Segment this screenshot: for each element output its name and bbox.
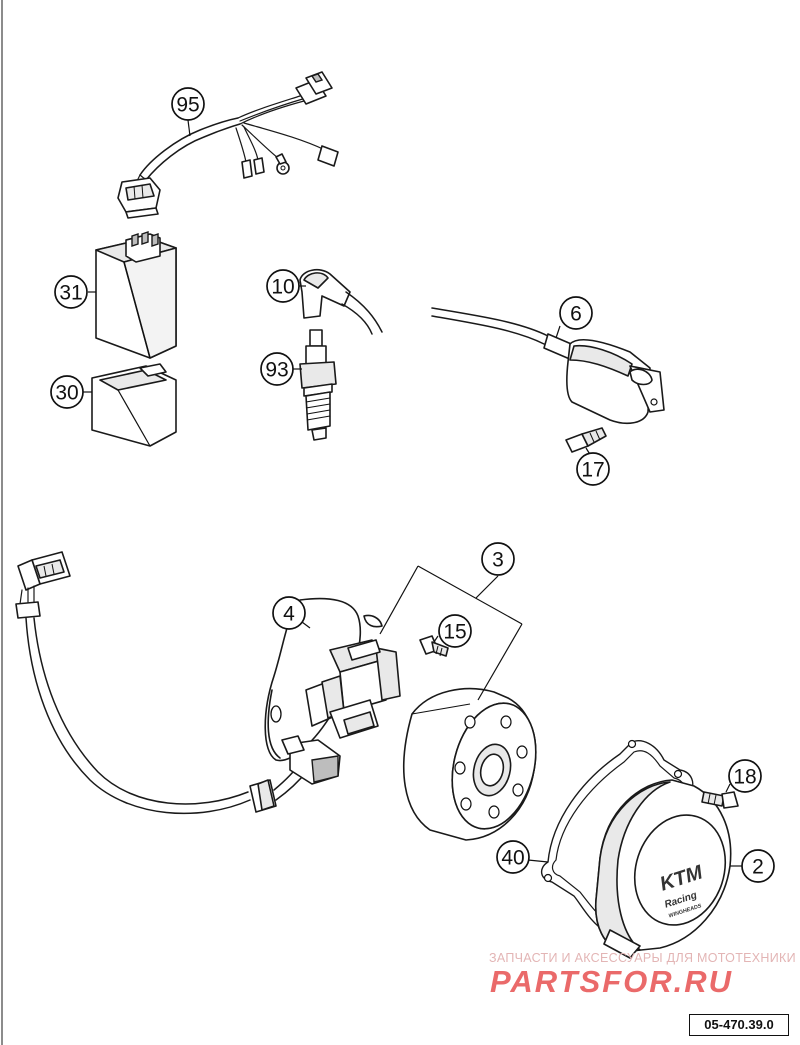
callout-15-label: 15 (443, 621, 466, 644)
wiring-harness (117, 71, 339, 219)
callout-18-label: 18 (733, 766, 756, 789)
callout-6: 6 (559, 296, 593, 330)
callout-2: 2 (741, 849, 775, 883)
callout-95: 95 (171, 87, 205, 121)
callout-6-label: 6 (570, 303, 582, 326)
coil-mounting-screw (565, 427, 607, 453)
callout-31: 31 (54, 275, 88, 309)
callout-4-label: 4 (283, 603, 295, 626)
ignition-cover: KTM Racing WINGHEADS (594, 779, 732, 959)
callout-10: 10 (266, 269, 300, 303)
spark-plug-cap (299, 268, 549, 345)
diagram-reference-code: 05-470.39.0 (689, 1014, 789, 1036)
callout-95-label: 95 (176, 94, 199, 117)
callout-93-label: 93 (265, 359, 288, 382)
stator-cable (15, 551, 309, 815)
callout-40-label: 40 (501, 847, 524, 870)
callout-17: 17 (576, 452, 610, 486)
callout-15: 15 (438, 614, 472, 648)
rotor-nut-screw (419, 635, 449, 657)
callout-3: 3 (481, 542, 515, 576)
watermark: ЗАПЧАСТИ И АКСЕССУАРЫ ДЛЯ МОТОТЕХНИКИ PA… (489, 951, 796, 999)
callout-18: 18 (728, 759, 762, 793)
watermark-subtitle: ЗАПЧАСТИ И АКСЕССУАРЫ ДЛЯ МОТОТЕХНИКИ (489, 951, 796, 965)
callout-31-label: 31 (59, 282, 82, 305)
callout-40: 40 (496, 840, 530, 874)
cdi-rubber-holder (91, 363, 177, 447)
callout-4: 4 (272, 596, 306, 630)
stator (264, 597, 401, 785)
callout-30: 30 (50, 375, 84, 409)
callout-93: 93 (260, 352, 294, 386)
spark-plug (299, 329, 337, 441)
cover-screw (701, 791, 739, 809)
watermark-site: PARTSFOR.RU (490, 964, 733, 999)
ignition-coil (543, 333, 665, 425)
callout-10-label: 10 (271, 276, 294, 299)
flywheel-rotor (402, 687, 537, 841)
cdi-unit (95, 231, 177, 359)
callout-3-label: 3 (492, 549, 504, 572)
leader-lines (83, 119, 742, 867)
callout-2-label: 2 (752, 856, 764, 879)
callout-17-label: 17 (581, 459, 604, 482)
callout-30-label: 30 (55, 382, 78, 405)
